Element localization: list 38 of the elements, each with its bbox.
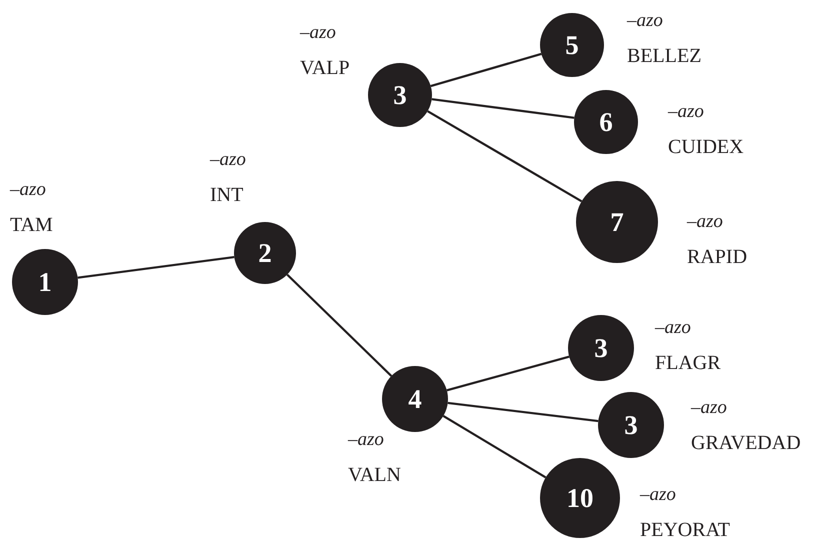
suffix-label: –azo (640, 485, 676, 504)
suffix-label: –azo (691, 398, 727, 417)
connector-line (448, 402, 598, 422)
node-number: 4 (408, 386, 422, 412)
category-label: VALP (300, 58, 350, 78)
category-label: INT (210, 185, 244, 205)
node-number: 2 (258, 240, 272, 266)
category-label: GRAVEDAD (691, 433, 801, 453)
node-number: 10 (566, 484, 594, 512)
node-number: 3 (393, 82, 407, 108)
category-label: CUIDEX (668, 137, 744, 157)
connector-line (432, 98, 574, 119)
suffix-label: –azo (210, 150, 246, 169)
node-number: 6 (599, 108, 613, 136)
suffix-label: –azo (655, 318, 691, 337)
connector-line (427, 110, 582, 202)
suffix-label: –azo (687, 212, 723, 231)
connector-line (446, 356, 570, 392)
connector-line (442, 415, 546, 478)
node-number: 3 (594, 334, 608, 362)
category-label: PEYORAT (640, 520, 730, 540)
connector-line (430, 52, 542, 88)
node-number: 3 (624, 412, 638, 438)
suffix-label: –azo (348, 430, 384, 449)
suffix-label: –azo (668, 102, 704, 121)
connector-line (78, 256, 234, 279)
numbered-circle (382, 366, 448, 432)
category-label: BELLEZ (627, 46, 702, 66)
suffix-label: –azo (627, 11, 663, 30)
category-label: VALN (348, 465, 401, 485)
node-number: 7 (610, 208, 624, 236)
category-label: FLAGR (655, 353, 721, 373)
category-label: TAM (10, 215, 53, 235)
node-number: 1 (38, 268, 52, 296)
suffix-label: –azo (10, 180, 46, 199)
suffix-label: –azo (300, 23, 336, 42)
category-label: RAPID (687, 247, 748, 267)
node-number: 5 (565, 32, 579, 58)
